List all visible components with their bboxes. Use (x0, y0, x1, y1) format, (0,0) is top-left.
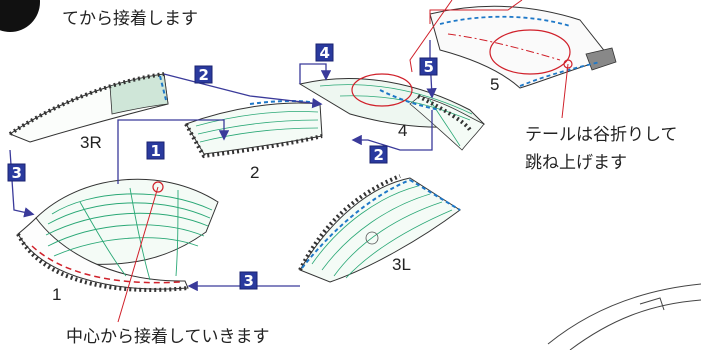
svg-text:2: 2 (199, 66, 209, 84)
part-3l-label: 3L (392, 255, 411, 274)
part-3r-label: 3R (80, 133, 102, 152)
step-box-2-right: 2 (369, 145, 388, 164)
part-2-label: 2 (250, 163, 259, 182)
tail-instruction-caption-2: 跳ね上げます (525, 153, 627, 173)
step-box-1: 1 (146, 141, 165, 160)
part-5-drawing: 5 (429, 5, 617, 94)
svg-text:5: 5 (424, 58, 434, 76)
step-box-3-left: 3 (7, 163, 26, 182)
instruction-caption-top: てから接着します (62, 9, 198, 29)
part-4-label: 4 (398, 121, 407, 140)
part-2-drawing: 2 (184, 100, 323, 182)
part-4-drawing: 4 (298, 73, 486, 151)
svg-text:2: 2 (374, 146, 384, 164)
part-5-label: 5 (490, 75, 499, 94)
svg-text:4: 4 (320, 44, 330, 62)
step-box-5: 5 (419, 57, 438, 76)
center-instruction-caption: 中心から接着していきます (66, 327, 270, 347)
part-3l-drawing: 3L (298, 174, 461, 283)
red-guide-lines (117, 0, 569, 323)
svg-text:1: 1 (151, 142, 161, 160)
part-1-label: 1 (52, 285, 61, 304)
svg-text:3: 3 (12, 164, 22, 182)
part-1-drawing: 1 (16, 178, 219, 304)
tail-instruction-caption: テールは谷折りして (525, 125, 678, 145)
step-box-4: 4 (315, 43, 334, 62)
step-box-2-top: 2 (194, 65, 213, 84)
step-box-3-bottom: 3 (239, 271, 258, 290)
partial-part-drawing (547, 283, 701, 350)
svg-text:3: 3 (244, 272, 254, 290)
part-3r-drawing: 3R (8, 72, 169, 152)
